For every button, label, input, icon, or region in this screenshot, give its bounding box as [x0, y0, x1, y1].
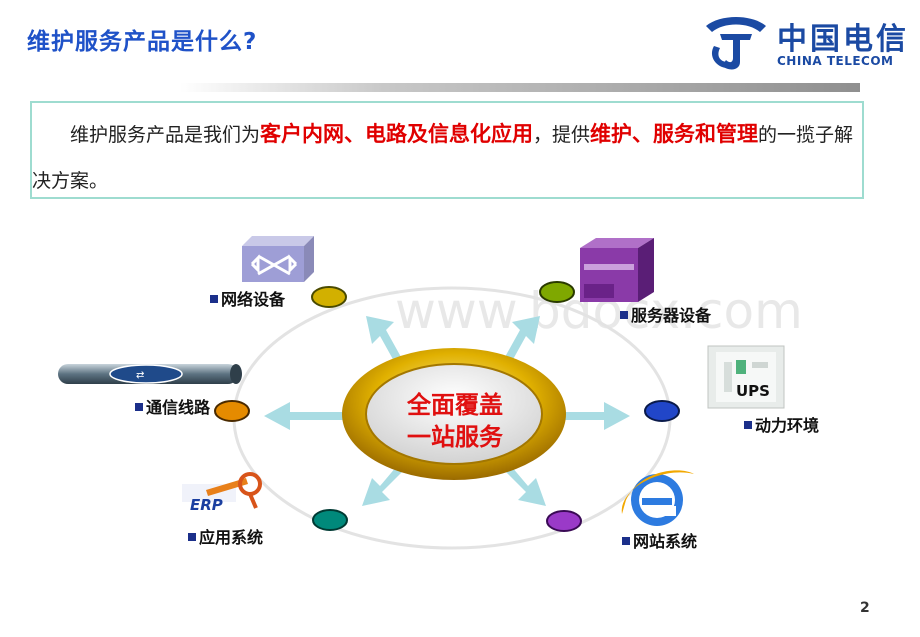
arrow-down-right	[500, 460, 546, 506]
dot-server	[539, 281, 575, 303]
definition-box: 维护服务产品是我们为客户内网、电路及信息化应用，提供维护、服务和管理的一揽子解决…	[30, 101, 864, 199]
label-power: 动力环境	[744, 412, 819, 436]
label-erp: ERP	[190, 496, 223, 514]
definition-part2: ，提供	[533, 124, 591, 146]
server-icon	[580, 238, 654, 302]
center-line1: 全面覆盖	[407, 391, 503, 419]
arrow-down-left	[362, 460, 408, 506]
page-title: 维护服务产品是什么?	[27, 29, 258, 55]
dot-network	[311, 286, 347, 308]
definition-highlight1: 客户内网、电路及信息化应用	[260, 122, 534, 146]
page-number: 2	[860, 600, 870, 616]
label-server-text: 服务器设备	[631, 306, 712, 325]
definition-part1: 维护服务产品是我们为	[70, 124, 261, 146]
definition-part3: 的一揽子解决方案。	[32, 124, 854, 192]
title-divider	[180, 83, 860, 92]
definition-highlight2: 维护、服务和管理	[590, 122, 759, 146]
arrow-right	[554, 402, 630, 430]
definition-text: 维护服务产品是我们为客户内网、电路及信息化应用，提供维护、服务和管理的一揽子解决…	[32, 111, 862, 204]
dot-line	[214, 400, 250, 422]
label-app: 应用系统	[188, 524, 263, 548]
dot-power	[644, 400, 680, 422]
bullet-square	[744, 420, 752, 429]
center-line2: 一站服务	[407, 423, 503, 451]
bullet-square	[622, 536, 630, 545]
label-line: 通信线路	[135, 394, 210, 418]
erp-icon	[182, 472, 262, 509]
web-browser-icon	[621, 470, 694, 526]
ups-icon	[707, 345, 785, 409]
label-ups: UPS	[736, 382, 770, 400]
arrow-left	[264, 402, 350, 430]
logo-name-en: CHINA TELECOM	[777, 54, 894, 68]
label-web: 网站系统	[622, 528, 697, 552]
telecom-emblem-icon	[706, 17, 766, 70]
logo-name-cn: 中国电信	[777, 22, 909, 57]
dot-app	[312, 509, 348, 531]
label-power-text: 动力环境	[755, 416, 820, 435]
label-web-text: 网站系统	[633, 532, 698, 551]
bullet-square	[188, 532, 196, 541]
svg-text:⇄: ⇄	[136, 370, 144, 381]
label-app-text: 应用系统	[199, 528, 264, 547]
label-server: 服务器设备	[620, 302, 711, 326]
center-inner	[365, 363, 543, 465]
bullet-square	[620, 310, 628, 319]
center-text: 全面覆盖 一站服务	[380, 389, 530, 453]
bullet-square	[210, 294, 218, 303]
label-network-text: 网络设备	[221, 290, 286, 309]
bullet-square	[135, 402, 143, 411]
cable-icon: ⇄	[58, 364, 242, 384]
label-line-text: 通信线路	[146, 398, 211, 417]
network-switch-icon	[242, 236, 314, 282]
china-telecom-logo: 中国电信 CHINA TELECOM	[700, 12, 906, 74]
dot-web	[546, 510, 582, 532]
label-network: 网络设备	[210, 286, 285, 310]
